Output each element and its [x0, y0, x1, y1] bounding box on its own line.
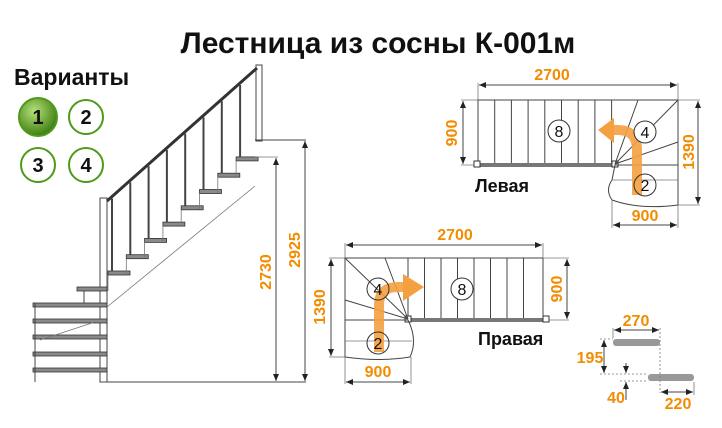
- stair-tread: [144, 237, 168, 243]
- stair-tread: [217, 172, 241, 178]
- variant-1-button[interactable]: 1: [18, 97, 58, 137]
- winder-tread: [32, 334, 108, 340]
- svg-text:2: 2: [374, 336, 383, 353]
- step-detail: 270 195 40 220: [577, 313, 695, 413]
- svg-text:4: 4: [374, 282, 383, 299]
- thickness-label: 40: [607, 390, 625, 407]
- stair-tread: [162, 221, 186, 227]
- variants-label: Варианты: [14, 64, 129, 90]
- right-variant-label: Правая: [478, 329, 543, 349]
- stair-tread: [125, 254, 149, 260]
- arrow-head-icon: [598, 118, 614, 143]
- side-elevation: 2730 2925: [32, 64, 308, 383]
- svg-text:4: 4: [641, 125, 650, 142]
- variant-3-button[interactable]: 3: [20, 147, 56, 183]
- variant-2-button[interactable]: 2: [68, 99, 104, 135]
- winder-tread: [32, 318, 108, 324]
- going-label: 220: [665, 396, 692, 413]
- left-variant-label: Левая: [475, 176, 529, 196]
- variant-4-button[interactable]: 4: [68, 147, 104, 183]
- svg-text:2: 2: [80, 107, 91, 129]
- svg-text:2: 2: [641, 178, 650, 195]
- height-2730-label: 2730: [258, 254, 275, 290]
- winder-tread: [32, 351, 108, 357]
- svg-text:1: 1: [32, 107, 43, 129]
- direction-arrow-icon: [612, 125, 642, 195]
- left-bottom-width-label: 900: [632, 208, 659, 225]
- right-bottom-width-label: 900: [365, 364, 392, 381]
- page-title: Лестница из сосны К-001м: [181, 27, 576, 60]
- stair-tread: [107, 270, 131, 276]
- left-depth-label: 1390: [681, 134, 698, 170]
- arrow-head-icon: [403, 274, 424, 301]
- left-width-label: 900: [444, 120, 461, 147]
- plan-right: 2700 900 1390 900 8 4 2 Правая: [312, 227, 570, 385]
- stair-tread: [235, 156, 259, 162]
- svg-text:4: 4: [80, 155, 92, 177]
- plan-left: 2700 900 1390 900 8 4 2 Левая: [444, 67, 701, 228]
- direction-arrow-icon: [374, 282, 404, 352]
- svg-text:8: 8: [458, 282, 467, 299]
- tread-depth-label: 270: [623, 313, 650, 330]
- rise-label: 195: [577, 350, 604, 367]
- right-length-label: 2700: [437, 227, 473, 244]
- winder-tread: [32, 302, 108, 308]
- svg-text:3: 3: [32, 155, 43, 177]
- right-depth-label: 1390: [312, 289, 329, 325]
- svg-text:8: 8: [555, 124, 564, 141]
- left-length-label: 2700: [534, 67, 570, 84]
- winder-tread: [76, 286, 108, 292]
- stair-tread: [180, 205, 204, 211]
- winder-tread: [32, 367, 108, 373]
- height-2925-label: 2925: [287, 232, 304, 268]
- right-width-label: 900: [549, 276, 566, 303]
- stair-tread: [199, 189, 222, 194]
